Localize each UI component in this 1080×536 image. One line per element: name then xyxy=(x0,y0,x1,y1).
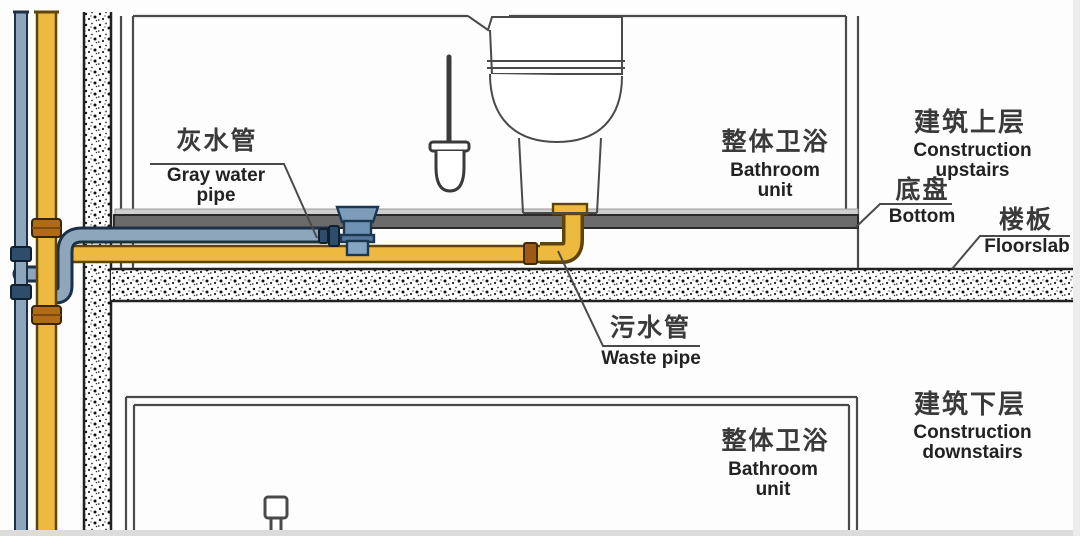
label-construction-upstairs-en: Construction upstairs xyxy=(913,140,1032,181)
floor-drain xyxy=(335,205,380,257)
bottom-edge-strip xyxy=(0,530,1080,536)
label-waste-pipe-en: Waste pipe xyxy=(601,348,701,369)
gray-water-leader xyxy=(150,163,318,239)
leader-lines xyxy=(150,163,1070,347)
label-waste-pipe-zh: 污水管 xyxy=(609,313,691,342)
bottom-leader xyxy=(855,203,952,228)
toilet xyxy=(467,15,625,214)
floor-slab xyxy=(111,267,1080,303)
floorslab-leader xyxy=(951,235,1070,270)
label-construction-upstairs-zh: 建筑上层 xyxy=(913,108,1026,138)
label-gray-water-en: Gray water pipe xyxy=(166,165,266,206)
right-edge-strip xyxy=(1073,0,1080,536)
waste-pipe-horizontal xyxy=(48,244,549,264)
label-construction-downstairs-zh: 建筑下层 xyxy=(913,390,1026,420)
lower-bathroom-frame xyxy=(124,395,859,536)
label-construction-downstairs-en: Construction downstairs xyxy=(913,422,1032,463)
waste-elbow xyxy=(523,202,589,265)
gray-pipe-coupling xyxy=(318,225,340,247)
label-bathroom-unit-upper-en: Bathroom unit xyxy=(730,160,820,201)
waste-stack xyxy=(31,10,62,536)
label-gray-water-zh: 灰水管 xyxy=(176,126,258,155)
label-floorslab-en: Floorslab xyxy=(984,236,1070,257)
label-bathroom-unit-lower-zh: 整体卫浴 xyxy=(721,426,830,455)
label-bottom-zh: 底盘 xyxy=(895,175,950,204)
waste-pipe-leader xyxy=(557,250,700,347)
bottom-tray xyxy=(113,208,859,229)
label-bathroom-unit-lower-en: Bathroom unit xyxy=(728,459,818,500)
toilet-brush-icon xyxy=(428,54,471,193)
concrete-wall xyxy=(82,12,113,536)
gray-water-stack xyxy=(10,10,32,536)
label-floorslab-zh: 楼板 xyxy=(998,205,1053,234)
label-bottom-en: Bottom xyxy=(888,206,956,227)
label-bathroom-unit-upper-zh: 整体卫浴 xyxy=(721,127,830,156)
